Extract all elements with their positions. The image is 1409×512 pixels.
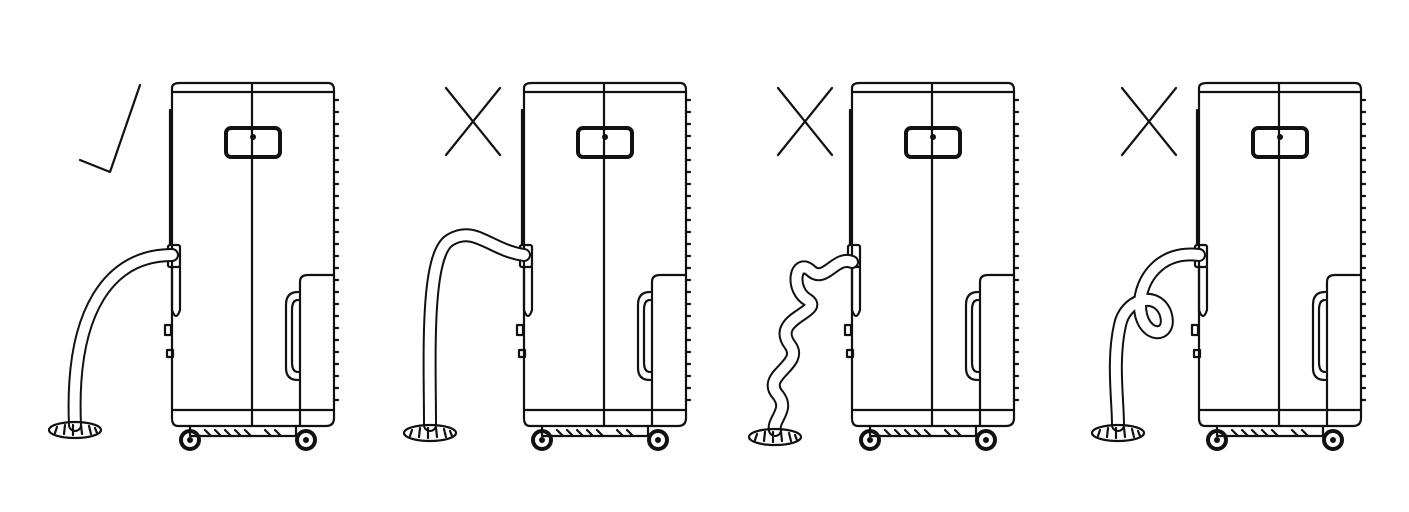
check-icon: [78, 83, 142, 174]
drain-hose: [402, 228, 531, 443]
drain-hose: [47, 248, 179, 440]
panel-incorrect-looped-hose: [1090, 81, 1367, 451]
cross-icon: [444, 86, 502, 157]
panel-incorrect-kinked-hose: [747, 81, 1020, 451]
panel-correct: [47, 81, 340, 451]
dehumidifier-unit: [843, 81, 1020, 451]
cross-icon: [776, 86, 834, 157]
drain-hose: [747, 254, 859, 447]
cross-icon: [1120, 86, 1178, 157]
panel-incorrect-raised-hose: [402, 81, 692, 451]
dehumidifier-unit: [163, 81, 340, 451]
drain-hose: [1090, 247, 1206, 443]
dehumidifier-unit: [515, 81, 692, 451]
dehumidifier-unit: [1190, 81, 1367, 451]
